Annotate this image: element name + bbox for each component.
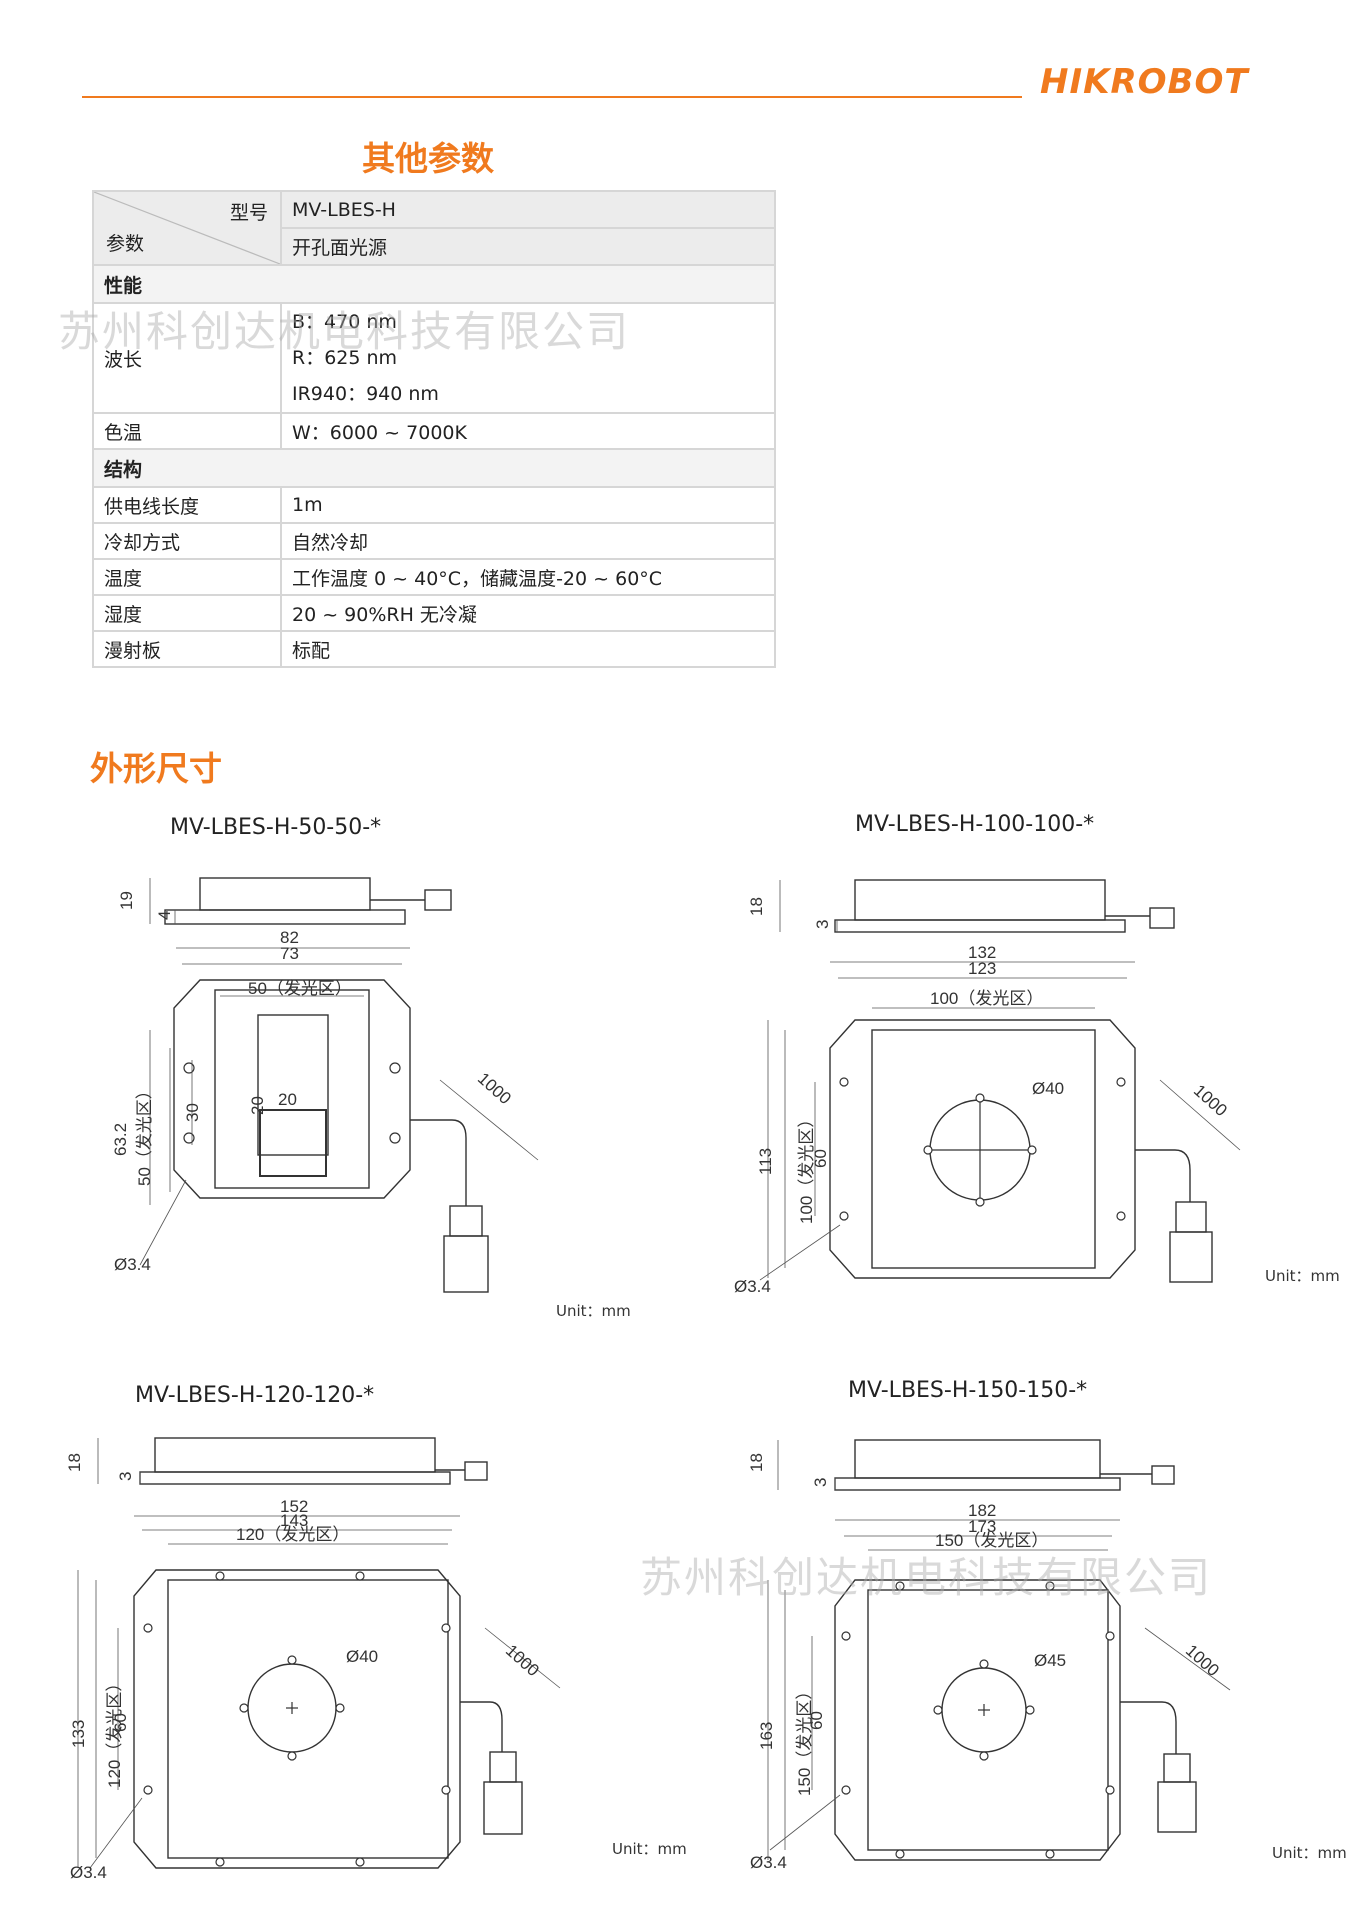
spec-table: 型号 参数 MV-LBES-H 开孔面光源 性能 波长 B：470 nm R：6…: [92, 190, 776, 668]
dim-w-holes: 73: [280, 944, 299, 963]
temp-label: 温度: [92, 558, 282, 596]
humidity-label: 湿度: [92, 594, 282, 632]
cooling-value: 自然冷却: [280, 522, 776, 560]
dim-h-plate: 3: [811, 1478, 830, 1487]
param-label: 参数: [106, 233, 145, 255]
dim-cable: 1000: [474, 1069, 515, 1108]
table-row: 漫射板 标配: [92, 630, 776, 668]
header-corner-cell: 型号 参数: [92, 190, 282, 266]
temp-value: 工作温度 0 ~ 40°C，储藏温度-20 ~ 60°C: [280, 558, 776, 596]
dim-hole-d: Ø45: [1034, 1651, 1066, 1670]
table-row: 开孔面光源: [93, 227, 776, 266]
dim-h-total: 18: [747, 1453, 766, 1472]
dim-h-outer: 163: [757, 1722, 776, 1750]
drawing-title: MV-LBES-H-120-120-*: [135, 1383, 375, 1408]
dim-h-plate: 4: [155, 911, 174, 920]
dim-h-total: 18: [65, 1453, 84, 1472]
model-value: MV-LBES-H: [280, 190, 776, 229]
dim-hole-d: Ø40: [1032, 1079, 1064, 1098]
drawing-100-100: 132 123 100（发光区） Ø40 18 3 113 100（发光区） 6…: [734, 879, 1241, 1296]
diagonal-line: [94, 192, 280, 264]
dim-h-holes: 60: [811, 1149, 830, 1168]
dim-h-emit: 100（发光区）: [797, 1111, 816, 1224]
table-section-row: 结构: [92, 448, 776, 488]
section-title-params: 其他参数: [362, 139, 494, 178]
humidity-value: 20 ~ 90%RH 无冷凝: [280, 594, 776, 632]
dim-screw: Ø3.4: [734, 1277, 771, 1296]
dim-w-outer: 152: [280, 1497, 308, 1516]
dim-h-outer: 63.2: [111, 1123, 130, 1156]
model-label: 型号: [229, 202, 268, 224]
dim-hole-h: 20: [248, 1096, 267, 1115]
dim-h-holes: 60: [807, 1711, 826, 1730]
drawing-120-120: 152 143 120（发光区） Ø40 18 3 133 120（发光区） 6…: [65, 1437, 561, 1882]
section-structure: 结构: [92, 448, 776, 488]
table-row: 色温 W：6000 ~ 7000K: [92, 412, 776, 450]
table-row: 供电线长度 1m: [92, 486, 776, 524]
table-section-row: 性能: [92, 264, 776, 304]
dim-h-holes: 30: [183, 1103, 202, 1122]
drawing-title: MV-LBES-H-50-50-*: [170, 815, 382, 840]
unit-label: Unit：mm: [1265, 1267, 1340, 1285]
dim-w-holes: 173: [968, 1517, 996, 1536]
diffuser-value: 标配: [280, 630, 776, 668]
wavelength-r: R：625 nm: [292, 347, 398, 369]
dim-h-emit: 120（发光区）: [105, 1675, 124, 1788]
dim-hole-w: 20: [278, 1090, 297, 1109]
dim-h-total: 18: [747, 897, 766, 916]
wavelength-ir: IR940：940 nm: [292, 383, 439, 405]
wavelength-label: 波长: [92, 302, 282, 414]
cable-label: 供电线长度: [92, 486, 282, 524]
dim-h-plate: 3: [116, 1472, 135, 1481]
param-value: 开孔面光源: [280, 227, 776, 266]
drawing-150-150: 182 173 150（发光区） Ø45 18 3 163 150（发光区） 6…: [747, 1439, 1231, 1872]
unit-label: Unit：mm: [612, 1840, 687, 1858]
color-temp-label: 色温: [92, 412, 282, 450]
wavelength-b: B：470 nm: [292, 311, 397, 333]
dim-w-emit: 120（发光区）: [236, 1525, 349, 1544]
dim-screw: Ø3.4: [750, 1853, 787, 1872]
section-performance: 性能: [92, 264, 776, 304]
unit-label: Unit：mm: [556, 1302, 631, 1320]
dim-w-outer: 82: [280, 928, 299, 947]
cable-value: 1m: [280, 486, 776, 524]
table-row: 湿度 20 ~ 90%RH 无冷凝: [92, 594, 776, 632]
dim-cable: 1000: [1182, 1641, 1223, 1680]
table-row: 温度 工作温度 0 ~ 40°C，储藏温度-20 ~ 60°C: [92, 558, 776, 596]
dim-cable: 1000: [1190, 1081, 1231, 1120]
color-temp-value: W：6000 ~ 7000K: [280, 412, 776, 450]
drawing-50-50: 82 73 50（发光区） 20 19 4 63.2 50（发光区） 30 20…: [111, 877, 539, 1293]
dim-h-outer: 133: [69, 1720, 88, 1748]
dim-h-outer: 113: [756, 1148, 775, 1175]
dim-w-outer: 132: [968, 943, 996, 962]
table-row: 冷却方式 自然冷却: [92, 522, 776, 560]
section-title-dims: 外形尺寸: [90, 749, 222, 788]
dim-screw: Ø3.4: [70, 1863, 107, 1882]
drawing-title: MV-LBES-H-150-150-*: [848, 1378, 1088, 1403]
dim-h-plate: 3: [813, 920, 832, 929]
table-row: 型号 参数 MV-LBES-H: [92, 190, 776, 266]
cooling-label: 冷却方式: [92, 522, 282, 560]
dim-w-emit: 150（发光区）: [935, 1531, 1048, 1550]
diffuser-label: 漫射板: [92, 630, 282, 668]
dim-w-outer: 182: [968, 1501, 996, 1520]
header-rule: [82, 96, 1022, 98]
dim-cable: 1000: [502, 1641, 543, 1680]
dim-h-emit: 150（发光区）: [795, 1683, 814, 1796]
unit-label: Unit：mm: [1272, 1844, 1347, 1862]
dim-h-total: 19: [117, 891, 136, 910]
table-row: 波长 B：470 nm R：625 nm IR940：940 nm: [92, 302, 776, 414]
hikrobot-logo: HIKROBOT: [1040, 62, 1249, 102]
dim-screw: Ø3.4: [114, 1255, 151, 1274]
dim-hole-d: Ø40: [346, 1647, 378, 1666]
dim-w-holes: 123: [968, 959, 996, 978]
dim-w-emit: 100（发光区）: [930, 989, 1043, 1008]
wavelength-values: B：470 nm R：625 nm IR940：940 nm: [280, 302, 776, 414]
dim-h-emit: 50（发光区）: [135, 1082, 154, 1186]
dim-w-emit: 50（发光区）: [248, 979, 352, 998]
dim-w-holes: 143: [280, 1511, 308, 1530]
dim-h-holes: 60: [111, 1713, 130, 1732]
drawing-title: MV-LBES-H-100-100-*: [855, 812, 1095, 837]
